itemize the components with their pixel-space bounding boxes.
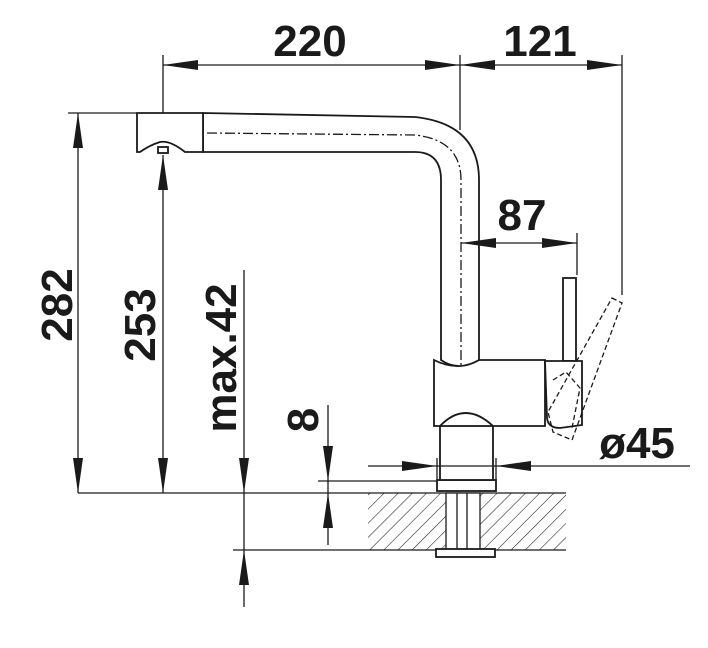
dimension-87-label: 87 xyxy=(498,191,547,240)
faucet-body xyxy=(433,358,546,427)
mounting-nut xyxy=(435,548,496,558)
dimension-282-label: 282 xyxy=(33,268,82,341)
dimension-87: 87 xyxy=(461,191,578,275)
mounting-shank xyxy=(445,492,481,551)
dimension-45-label: ø45 xyxy=(599,419,675,468)
dimension-121-label: 121 xyxy=(503,17,576,66)
base-plate xyxy=(436,479,497,492)
dimension-253-label: 253 xyxy=(116,288,165,361)
lever-open-position xyxy=(547,297,623,441)
lever-cap xyxy=(544,360,583,429)
lever-rod xyxy=(562,277,577,362)
dimension-8-label: 8 xyxy=(279,408,328,432)
faucet xyxy=(136,112,623,558)
aerator xyxy=(157,146,169,154)
dimension-220-label: 220 xyxy=(273,17,346,66)
dimension-282: 282 xyxy=(33,112,137,493)
spray-head xyxy=(136,112,204,153)
dimension-top: 220 121 xyxy=(162,17,623,295)
dimension-max42-label: max.42 xyxy=(197,283,246,432)
spout-centerline xyxy=(206,132,462,365)
spout xyxy=(202,112,480,367)
dimension-diameter-45: ø45 xyxy=(368,419,690,481)
dimension-253: 253 xyxy=(116,155,168,493)
dimension-8: 8 xyxy=(279,405,437,545)
dimension-max42: max.42 xyxy=(197,270,249,607)
countertop xyxy=(78,492,566,551)
neck xyxy=(439,425,494,481)
